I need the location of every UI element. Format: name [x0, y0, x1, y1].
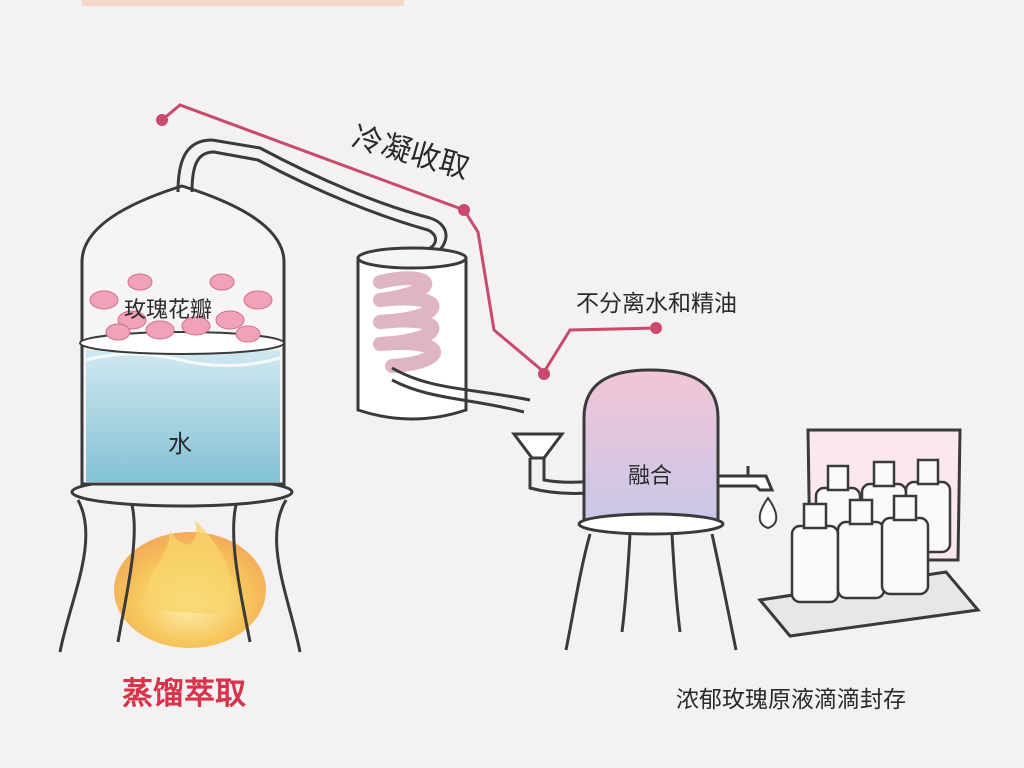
label-water: 水 [168, 430, 192, 458]
callout-dot-low [538, 368, 550, 380]
callout-dot-end [650, 322, 662, 334]
top-strip [82, 0, 404, 6]
bottle-icon [790, 502, 840, 604]
flame-icon [114, 520, 266, 648]
label-separate: 不分离水和精油 [576, 291, 737, 317]
droplet-icon [758, 496, 778, 530]
vapor-pipe [176, 138, 448, 264]
bottle-icon [880, 494, 930, 596]
bottle-icon [836, 498, 886, 600]
label-mix: 融合 [628, 464, 673, 489]
condenser-coil [356, 246, 531, 421]
callout-dot-start [156, 114, 168, 126]
bottle-rack [757, 428, 981, 638]
callout-dot-mid [458, 204, 470, 216]
callout-line [161, 103, 657, 375]
label-seal: 浓郁玫瑰原液滴滴封存 [676, 687, 906, 713]
label-distill: 蒸馏萃取 [122, 676, 246, 712]
mixing-tank [564, 368, 738, 651]
boiler-vessel [79, 184, 286, 486]
label-petals: 玫瑰花瓣 [124, 298, 213, 323]
tap [716, 466, 775, 492]
